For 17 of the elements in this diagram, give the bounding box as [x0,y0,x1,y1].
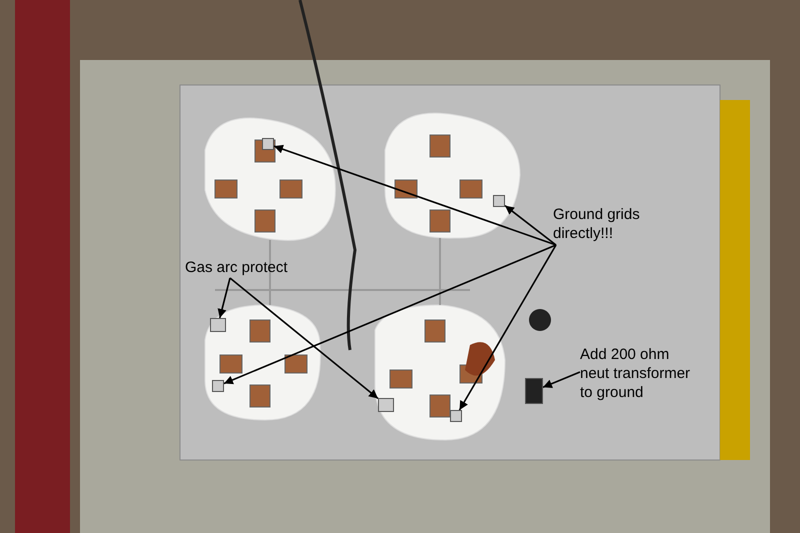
grid-pin [262,138,274,150]
gas-arc-tube [378,398,394,412]
leader-arrow [274,144,556,246]
annotation-text: Gas arc protect [185,258,310,277]
gas-arc-tube [210,318,226,332]
grid-pin [450,410,462,422]
leader-arrow [458,244,557,410]
annotation-text: Ground grids directly!!! [553,205,665,243]
transformer [525,378,543,404]
leader-arrow [218,278,231,318]
leader-arrow [504,205,556,246]
grid-pin [212,380,224,392]
leader-arrow [542,371,580,388]
leader-arrow [230,277,378,400]
grid-pin [493,195,505,207]
leader-arrow [224,244,556,384]
annotation-text: Add 200 ohm neut transformer to ground [580,345,698,402]
